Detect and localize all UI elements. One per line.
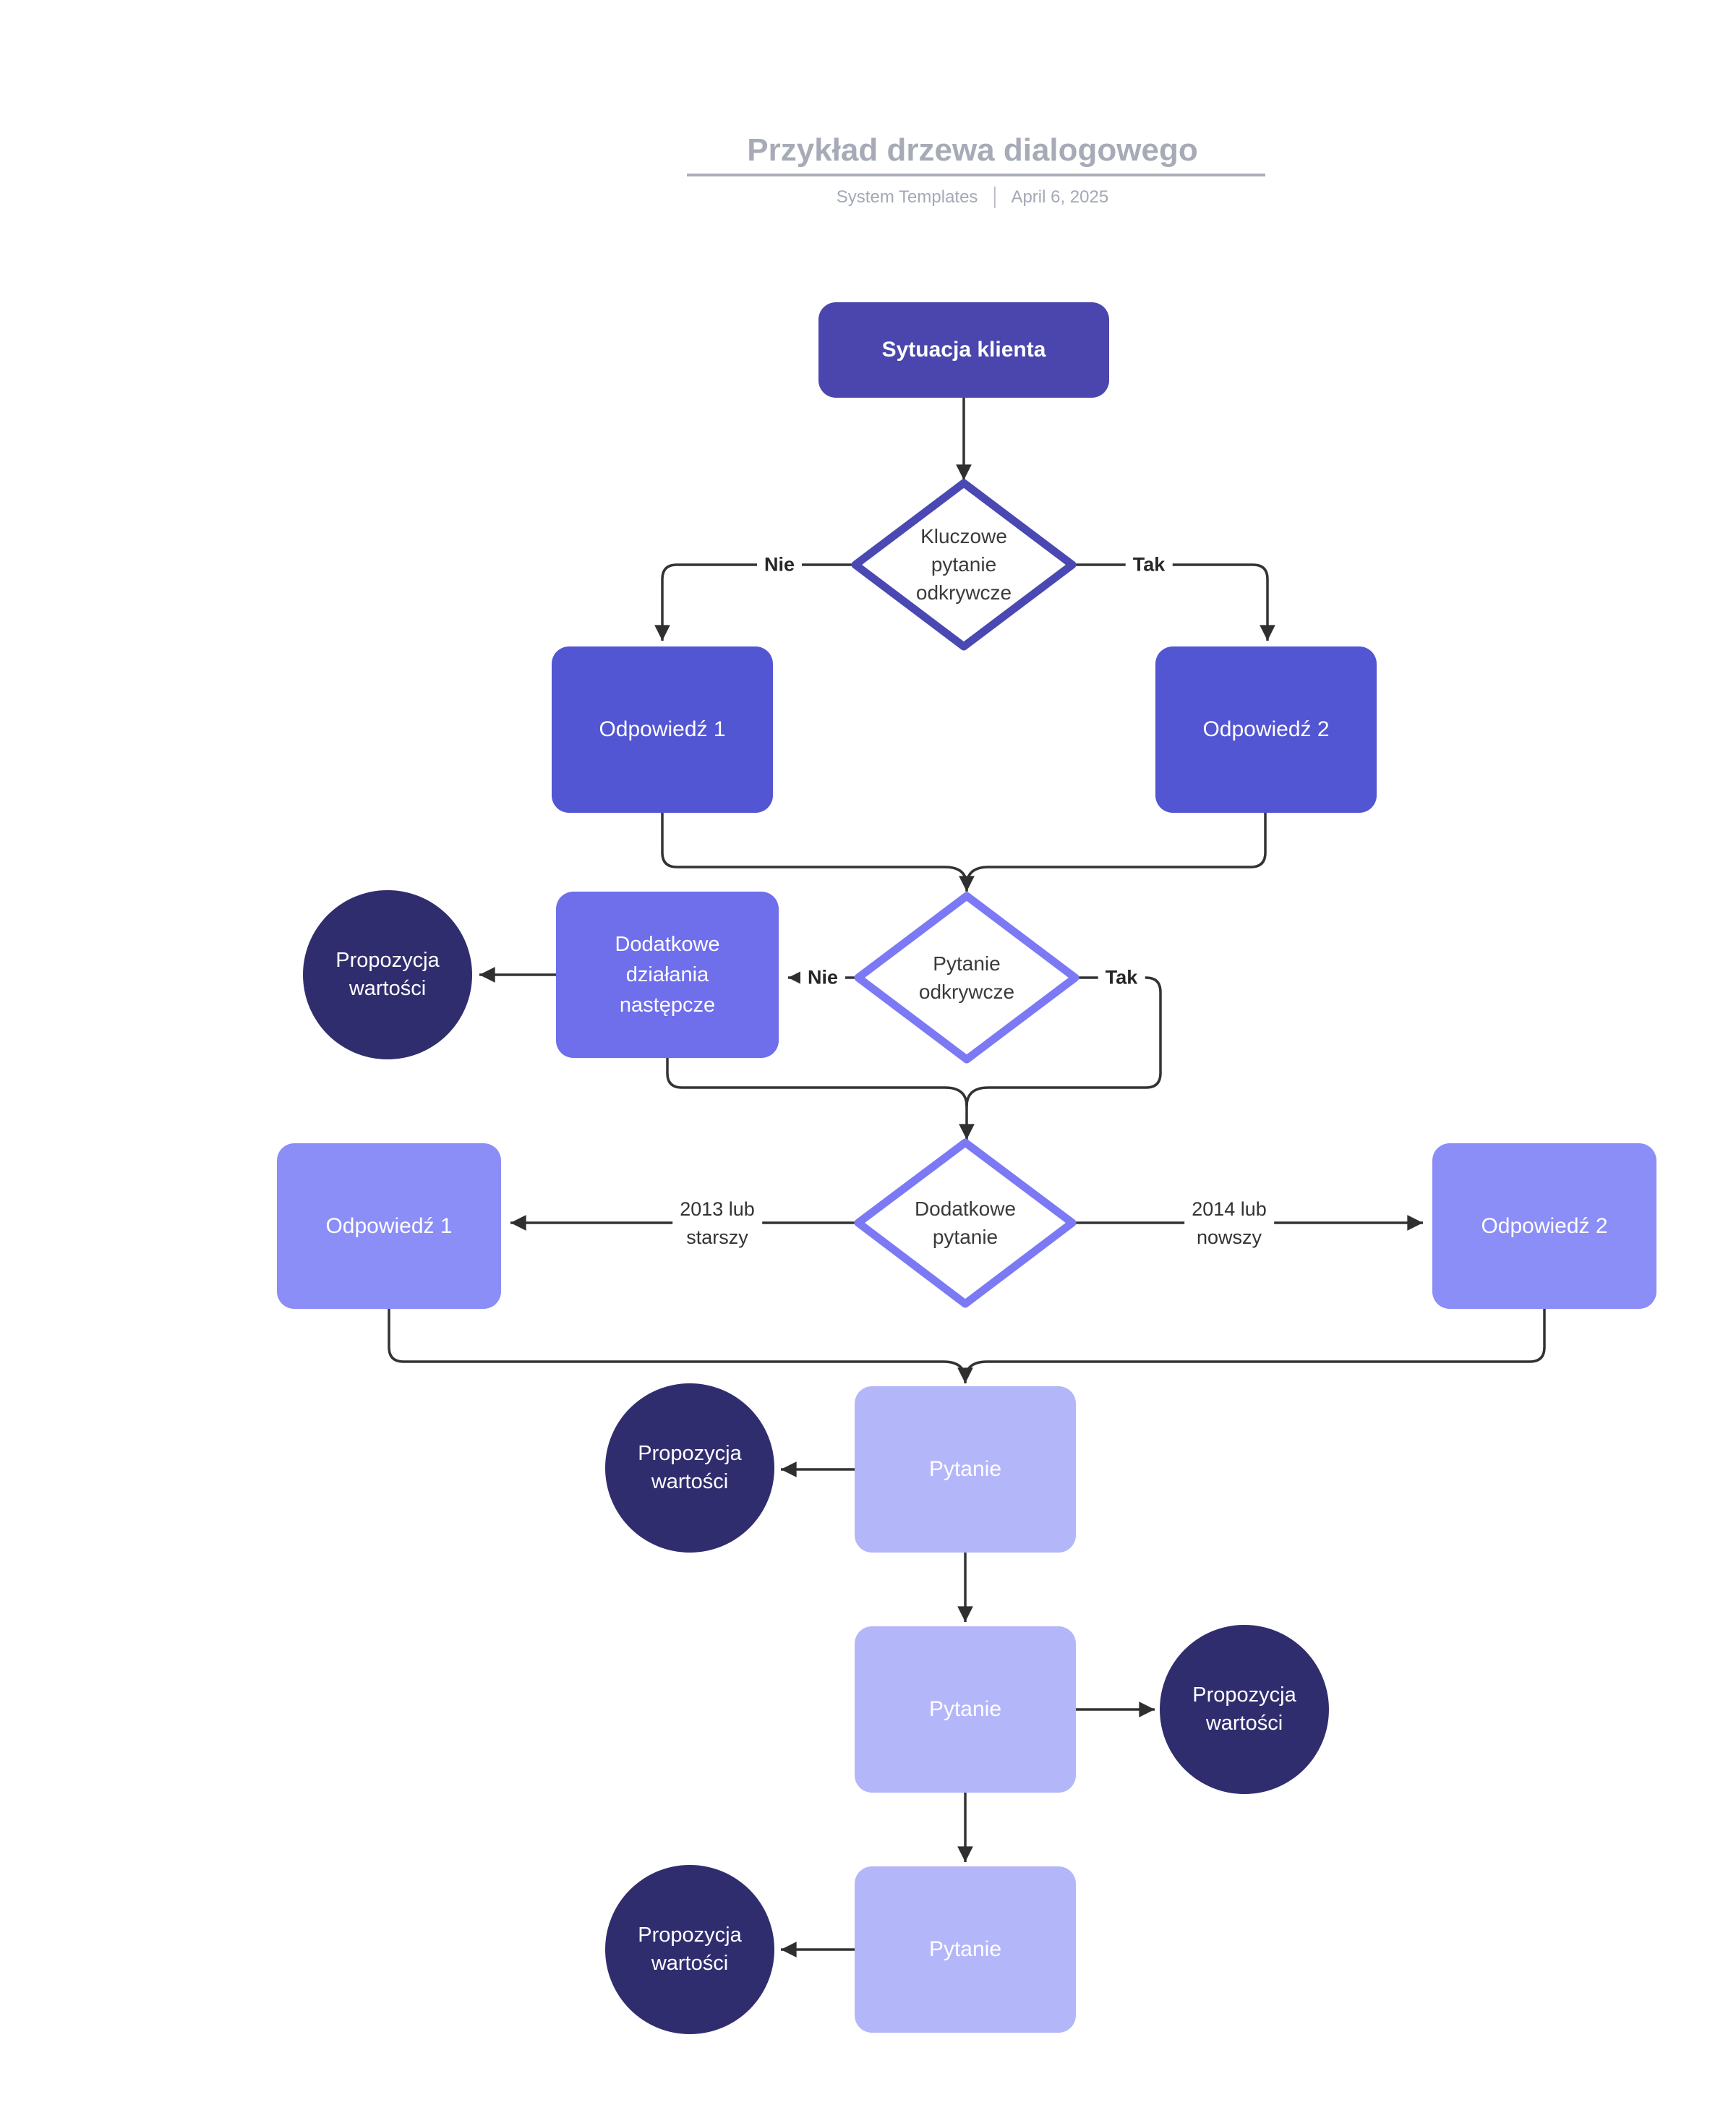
answer-1-top-node: Odpowiedź 1 <box>552 646 773 813</box>
subtitle-separator <box>993 187 996 208</box>
value-proposition-circle-1: Propozycja wartości <box>303 890 472 1059</box>
page-title: Przykład drzewa dialogowego <box>747 132 1198 168</box>
followup-actions-label: Dodatkowe działania następcze <box>615 932 720 1017</box>
answer-2-top-label: Odpowiedź 2 <box>1202 717 1330 742</box>
edge-label-no-2: Nie <box>800 965 846 991</box>
answer-2-mid-label: Odpowiedź 2 <box>1481 1213 1608 1238</box>
question-node-1: Pytanie <box>855 1386 1076 1553</box>
connector-answer2mid-merge <box>964 1309 1546 1381</box>
connector-followup-merge <box>666 1057 968 1107</box>
value-proposition-circle-3: Propozycja wartości <box>1160 1625 1329 1794</box>
question-2-label: Pytanie <box>928 1697 1002 1722</box>
question-1-label: Pytanie <box>928 1457 1002 1482</box>
edge-label-yes-1: Tak <box>1125 552 1173 578</box>
title-underline <box>687 174 1265 176</box>
value-proposition-4-label: Propozycja wartości <box>638 1923 742 1975</box>
connector-decision1-yes <box>1072 563 1275 641</box>
brand-label: System Templates <box>836 187 978 207</box>
question-3-label: Pytanie <box>928 1937 1002 1962</box>
connector-decision1-no <box>654 563 855 641</box>
decision-key-question-shape <box>851 479 1077 651</box>
decision-additional-label: Dodatkowe pytanie <box>914 1197 1017 1248</box>
answer-2-top-node: Odpowiedź 2 <box>1155 646 1377 813</box>
connector-answer1-merge <box>661 813 968 887</box>
decision-discovery-label: Pytanie odkrywcze <box>918 952 1015 1003</box>
value-proposition-3-label: Propozycja wartości <box>1192 1683 1296 1735</box>
followup-actions-node: Dodatkowe działania następcze <box>556 892 779 1058</box>
decision-key-question-label: Kluczowe pytanie odkrywcze <box>915 525 1012 605</box>
value-proposition-circle-2: Propozycja wartości <box>605 1383 774 1553</box>
subtitle: System Templates April 6, 2025 <box>837 187 1108 208</box>
connector-answer2-merge <box>965 813 1267 887</box>
decision-additional-shape <box>854 1138 1077 1308</box>
question-node-3: Pytanie <box>855 1866 1076 2033</box>
edge-label-yes-2: Tak <box>1098 965 1145 991</box>
answer-2-mid-node: Odpowiedź 2 <box>1432 1143 1656 1309</box>
start-node: Sytuacja klienta <box>818 302 1109 398</box>
answer-1-mid-label: Odpowiedź 1 <box>325 1213 453 1238</box>
start-node-label: Sytuacja klienta <box>881 338 1046 362</box>
connector-answer1mid-merge <box>388 1309 967 1381</box>
question-node-2: Pytanie <box>855 1626 1076 1793</box>
value-proposition-circle-4: Propozycja wartości <box>605 1865 774 2034</box>
edge-label-2014-newer: 2014 lub nowszy <box>1184 1193 1274 1254</box>
connector-decision2-yes <box>965 976 1162 1107</box>
value-proposition-1-label: Propozycja wartości <box>335 948 440 1000</box>
value-proposition-2-label: Propozycja wartości <box>638 1441 742 1493</box>
date-label: April 6, 2025 <box>1011 187 1109 207</box>
decision-discovery-shape <box>854 892 1079 1064</box>
answer-1-mid-node: Odpowiedź 1 <box>277 1143 501 1309</box>
answer-1-top-label: Odpowiedź 1 <box>599 717 726 742</box>
edge-label-2013-older: 2013 lub starszy <box>672 1193 762 1254</box>
edge-label-no-1: Nie <box>756 552 803 578</box>
